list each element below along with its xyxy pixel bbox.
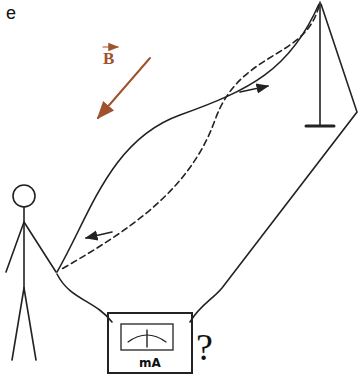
meter-unit: mA — [109, 356, 191, 370]
person-arm — [24, 222, 56, 272]
meter-scale — [121, 324, 173, 350]
rope-solid — [57, 4, 319, 272]
person-head — [13, 185, 35, 207]
motion-arrow — [86, 232, 112, 238]
vector-sign — [103, 46, 118, 47]
person-leg — [24, 288, 36, 360]
person-arm — [6, 222, 24, 272]
hand-wire — [57, 274, 112, 322]
person-body — [23, 207, 25, 288]
mast-base — [306, 125, 334, 128]
question-mark: ? — [196, 328, 213, 366]
figure-letter: e — [6, 4, 16, 22]
meter-needle — [146, 330, 147, 347]
meter-box: mA — [107, 312, 193, 374]
field-vector — [98, 58, 150, 118]
motion-arrow — [240, 86, 268, 92]
field-symbol: B — [103, 50, 114, 67]
rope-dashed — [60, 6, 319, 270]
mast — [319, 2, 321, 126]
person-leg — [12, 288, 24, 360]
return-wire — [190, 4, 357, 322]
